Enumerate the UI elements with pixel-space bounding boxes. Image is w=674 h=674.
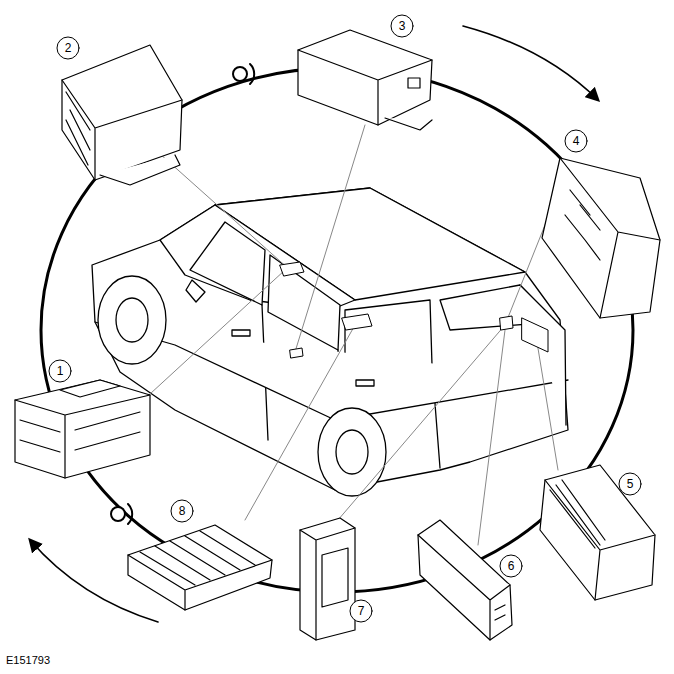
- figure-reference: E151793: [6, 655, 50, 666]
- callout-number: 4: [565, 135, 587, 149]
- callout-number: 3: [391, 20, 413, 34]
- callout-number: 1: [49, 365, 71, 379]
- module-6: [418, 520, 512, 640]
- module-7: [300, 518, 355, 640]
- module-2: [62, 45, 182, 185]
- direction-arrow: [463, 26, 598, 100]
- module-5: [540, 465, 655, 600]
- callout-number: 8: [171, 505, 193, 519]
- callout-number: 7: [350, 605, 372, 619]
- module-1: [15, 380, 150, 478]
- module-8: [128, 525, 272, 610]
- callout-circle: [49, 15, 641, 622]
- module-3: [298, 30, 432, 130]
- module-location: [280, 262, 548, 358]
- vehicle-outline: [92, 188, 568, 496]
- callout-number: 2: [57, 42, 79, 56]
- callout-number: 6: [500, 560, 522, 574]
- module-4: [542, 158, 660, 318]
- leader-line: [138, 125, 558, 545]
- callout-number: 5: [619, 478, 641, 492]
